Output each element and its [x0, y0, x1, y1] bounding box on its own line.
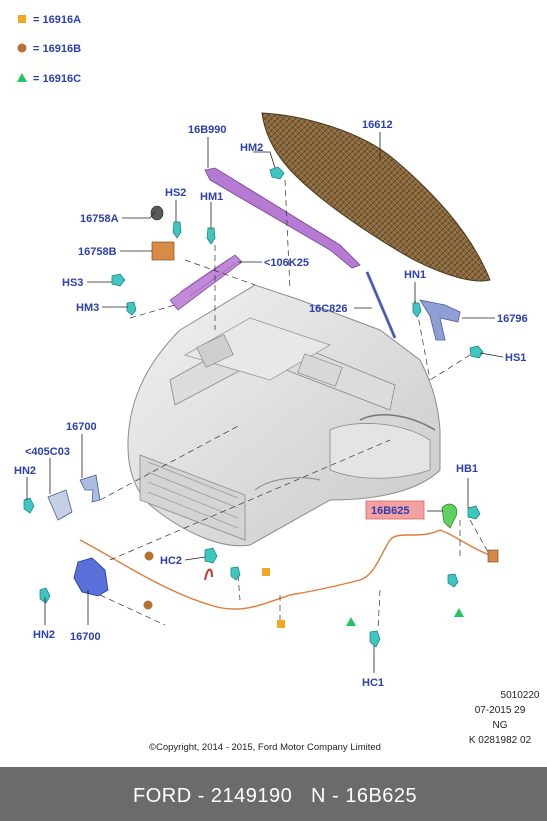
latch-405c03 [47, 489, 73, 521]
meta-line-1: 5010220 [501, 690, 540, 701]
footer-ford-code: N - 16B625 [311, 785, 418, 807]
callout-hm2: HM2 [240, 142, 263, 154]
clip-hn1 [412, 302, 422, 318]
clip-hs3 [111, 273, 126, 287]
latch-lower-16700 [73, 557, 109, 597]
callout-hn1: HN1 [404, 269, 426, 281]
highlight-16b625 [365, 500, 425, 520]
clip-hc2 [204, 547, 218, 564]
callout-hs1: HS1 [505, 352, 526, 364]
callout-hn2-upper: HN2 [14, 465, 36, 477]
callout-16612: 16612 [362, 119, 393, 131]
callout-hc1: HC1 [362, 677, 384, 689]
callout-hm1: HM1 [200, 191, 223, 203]
legend-16916a: = 16916A [33, 14, 81, 26]
callout-106k25: <106K25 [264, 257, 309, 269]
callout-16b990: 16B990 [188, 124, 227, 136]
meta-line-3: NG [493, 720, 508, 731]
car-front-body [127, 284, 441, 547]
hood-hinge [419, 299, 461, 341]
clip-hs1 [469, 345, 484, 359]
legend-circle-icon [17, 43, 27, 53]
callout-hc2: HC2 [160, 555, 182, 567]
clip-hc1 [369, 630, 381, 648]
callout-16796: 16796 [497, 313, 528, 325]
clip-hb1 [467, 505, 481, 520]
callout-405c03: <405C03 [25, 446, 70, 458]
meta-line-4: K 0281982 02 [469, 735, 532, 746]
clip-hm2 [269, 166, 285, 180]
release-cable [79, 529, 441, 610]
callout-hn2-lower: HN2 [33, 629, 55, 641]
clip-hn2-upper [23, 497, 35, 514]
bumper-16758a [150, 205, 164, 221]
clip-a [230, 566, 241, 581]
callout-16758a: 16758A [80, 213, 119, 225]
legend-16916c: = 16916C [33, 73, 81, 85]
callout-hs2: HS2 [165, 187, 186, 199]
callout-16b625: 16B625 [371, 505, 410, 517]
callout-hs3: HS3 [62, 277, 83, 289]
marker-square-b [277, 620, 285, 628]
callout-hm3: HM3 [76, 302, 99, 314]
marker-triangle-b [454, 608, 464, 617]
legend-triangle-icon [17, 73, 27, 82]
marker-circle-a [144, 551, 154, 561]
clip-hn2-lower [39, 587, 51, 604]
assembly-lines [99, 179, 489, 631]
latch-upper-16700 [79, 474, 101, 503]
release-handle-16b625 [441, 503, 458, 529]
clip-hs2 [172, 221, 182, 239]
callout-16700-lower: 16700 [70, 631, 101, 643]
cable-end [487, 549, 499, 563]
marker-triangle-a [346, 617, 356, 626]
clips [23, 166, 484, 648]
leader-lines [26, 132, 504, 673]
callout-hb1: HB1 [456, 463, 478, 475]
hood-seal-strip [204, 167, 361, 269]
footer-part-number: FORD - 2149190 [133, 785, 293, 807]
hood-panel [261, 112, 491, 282]
clip-hm3 [126, 301, 137, 316]
bracket-16758b [151, 241, 175, 261]
callout-16c826: 16C826 [309, 303, 348, 315]
marker-circle-b [143, 600, 153, 610]
footer-bar [0, 767, 547, 821]
marker-square-a [262, 568, 270, 576]
callout-16758b: 16758B [78, 246, 117, 258]
legend-square-icon [18, 15, 26, 23]
copyright: ©Copyright, 2014 - 2015, Ford Motor Comp… [149, 742, 381, 753]
release-handle [204, 568, 213, 581]
meta-line-2: 07-2015 29 [475, 705, 526, 716]
legend-16916b: = 16916B [33, 43, 81, 55]
clip-hm1 [206, 227, 216, 245]
clip-b [447, 573, 459, 588]
callout-16700-upper: 16700 [66, 421, 97, 433]
